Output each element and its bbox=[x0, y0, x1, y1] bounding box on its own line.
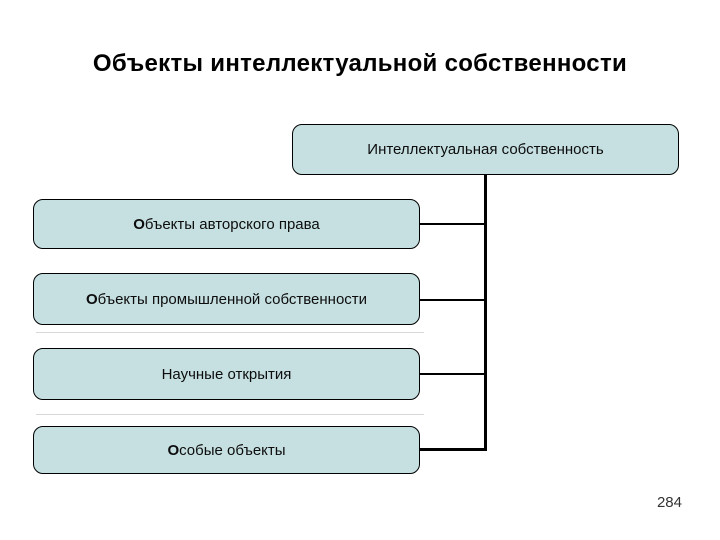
box-special-objects: Особые объекты bbox=[33, 426, 420, 474]
connector-vertical-line bbox=[484, 175, 487, 451]
page-number: 284 bbox=[656, 494, 682, 511]
box-label: Научные открытия bbox=[162, 366, 292, 383]
box-label: Интеллектуальная собственность bbox=[367, 141, 604, 158]
connector-line bbox=[420, 373, 486, 375]
box-label-bold-part: О bbox=[167, 441, 180, 459]
box-scientific-discoveries: Научные открытия bbox=[33, 348, 420, 400]
divider-line bbox=[36, 332, 424, 333]
box-label-rest: Научные открытия bbox=[161, 365, 292, 383]
box-label: Объекты авторского права bbox=[133, 216, 320, 233]
box-label: Особые объекты bbox=[167, 442, 285, 459]
box-label-bold-part: О bbox=[133, 215, 145, 233]
connector-line bbox=[420, 223, 486, 225]
box-label: Объекты промышленной собственности bbox=[86, 291, 367, 308]
box-label-bold-part: О bbox=[85, 290, 98, 308]
box-label-rest: бъекты авторского права bbox=[144, 215, 320, 233]
connector-line bbox=[420, 299, 486, 301]
slide-title: Объекты интеллектуальной собственности bbox=[92, 50, 628, 77]
box-label-rest: бъекты промышленной собственности bbox=[97, 290, 368, 308]
divider-line bbox=[36, 414, 424, 415]
box-label-rest: собые объекты bbox=[179, 441, 286, 459]
box-intellectual-property: Интеллектуальная собственность bbox=[292, 124, 679, 175]
connector-line bbox=[420, 448, 487, 451]
box-objects-of-copyright: Объекты авторского права bbox=[33, 199, 420, 249]
box-industrial-property-objects: Объекты промышленной собственности bbox=[33, 273, 420, 325]
